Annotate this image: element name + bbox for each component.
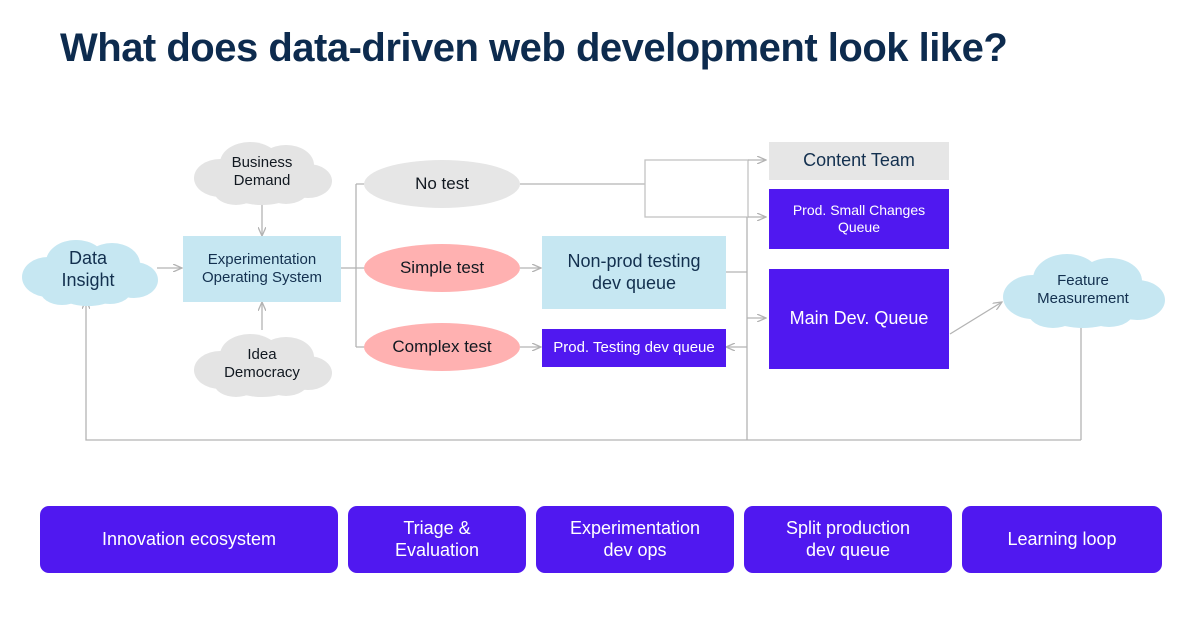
page-title: What does data-driven web development lo… xyxy=(60,26,1008,70)
cloud-shape-icon xyxy=(1003,254,1165,328)
node-data-insight[interactable]: Data Insight xyxy=(14,232,162,308)
node-complex-test-label: Complex test xyxy=(392,336,492,356)
node-idea-democracy[interactable]: Idea Democracy xyxy=(186,328,338,400)
pill-innovation-ecosystem-label: Innovation ecosystem xyxy=(101,528,277,549)
node-idea-democracy-label: Idea Democracy xyxy=(224,346,300,381)
node-prod-small-changes-label: Prod. Small Changes Queue xyxy=(792,202,926,235)
node-no-test[interactable]: No test xyxy=(364,160,520,208)
node-business-demand-label: Business Demand xyxy=(231,154,293,189)
node-content-team[interactable]: Content Team xyxy=(769,142,949,180)
node-non-prod-testing-dev-queue[interactable]: Non-prod testing dev queue xyxy=(542,236,726,309)
node-complex-test[interactable]: Complex test xyxy=(364,323,520,371)
node-main-dev-queue-label: Main Dev. Queue xyxy=(789,308,929,329)
pill-experimentation-dev-ops[interactable]: Experimentation dev ops xyxy=(536,506,734,573)
node-content-team-label: Content Team xyxy=(803,150,915,171)
phase-pill-row: Innovation ecosystem Triage & Evaluation… xyxy=(40,506,1166,573)
pill-triage-evaluation[interactable]: Triage & Evaluation xyxy=(348,506,526,573)
pill-triage-evaluation-label: Triage & Evaluation xyxy=(394,517,480,560)
node-feature-measurement-label: Feature Measurement xyxy=(1037,272,1129,307)
pill-learning-loop-label: Learning loop xyxy=(1007,528,1117,549)
node-feature-measurement[interactable]: Feature Measurement xyxy=(995,248,1171,332)
node-prod-testing-dev-queue[interactable]: Prod. Testing dev queue xyxy=(542,329,726,367)
pill-split-production-dev-queue-label: Split production dev queue xyxy=(785,517,911,560)
node-simple-test[interactable]: Simple test xyxy=(364,244,520,292)
node-experimentation-operating-system[interactable]: Experimentation Operating System xyxy=(183,236,341,302)
node-business-demand[interactable]: Business Demand xyxy=(186,136,338,208)
pill-experimentation-dev-ops-label: Experimentation dev ops xyxy=(569,517,701,560)
pill-learning-loop[interactable]: Learning loop xyxy=(962,506,1162,573)
pill-split-production-dev-queue[interactable]: Split production dev queue xyxy=(744,506,952,573)
node-prod-small-changes-queue[interactable]: Prod. Small Changes Queue xyxy=(769,189,949,249)
pill-innovation-ecosystem[interactable]: Innovation ecosystem xyxy=(40,506,338,573)
node-no-test-label: No test xyxy=(415,173,469,193)
node-eos-label: Experimentation Operating System xyxy=(201,251,323,286)
cloud-shape-icon xyxy=(194,142,332,205)
cloud-shape-icon xyxy=(22,240,158,306)
node-data-insight-label: Data Insight xyxy=(61,248,115,290)
node-prod-testing-label: Prod. Testing dev queue xyxy=(553,339,715,357)
node-simple-test-label: Simple test xyxy=(399,257,485,277)
node-nonprod-label: Non-prod testing dev queue xyxy=(567,251,701,293)
cloud-shape-icon xyxy=(194,334,332,397)
node-main-dev-queue[interactable]: Main Dev. Queue xyxy=(769,269,949,369)
junction-box xyxy=(644,159,749,218)
